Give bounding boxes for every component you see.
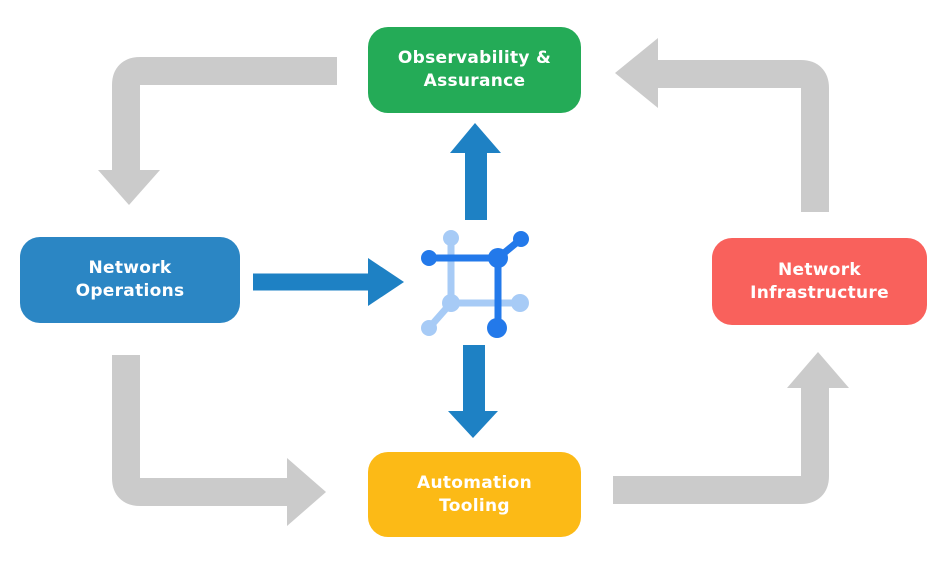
node-observability-assurance: Observability & Assurance (368, 27, 581, 113)
arrow-operations-to-automation-head (287, 458, 326, 526)
arrow-automation-to-infrastructure-head (787, 352, 849, 388)
arrow-operations-to-center-head (368, 258, 404, 306)
arrow-center-to-automation-head (448, 411, 498, 438)
icon-light-corner-node (442, 294, 460, 312)
arrow-operations-to-automation-shaft (112, 355, 288, 506)
arrow-automation-to-infrastructure-shaft (613, 388, 829, 504)
arrow-observability-to-operations-head (98, 170, 160, 205)
icon-blue-corner-node (488, 248, 508, 268)
node-network-infrastructure: Network Infrastructure (712, 238, 927, 325)
network-node-icon (421, 230, 529, 338)
node-observability-assurance-label: Observability & Assurance (397, 48, 552, 91)
arrow-center-to-observability-head (450, 123, 501, 153)
arrow-infrastructure-to-observability-shaft (658, 60, 829, 212)
node-network-operations-label: Network Operations (75, 258, 185, 301)
blue-arrows (253, 123, 501, 438)
arrow-infrastructure-to-observability-head (615, 38, 658, 108)
icon-blue-bottom-dot (487, 318, 507, 338)
icon-light-diagonal-dot (421, 320, 437, 336)
icon-blue-left-dot (421, 250, 437, 266)
node-automation-tooling-label: Automation Tooling (417, 472, 532, 516)
arrow-observability-to-operations-shaft (112, 57, 337, 178)
icon-light-right-dot (511, 294, 529, 312)
node-network-operations: Network Operations (20, 237, 240, 323)
node-network-infrastructure-label: Network Infrastructure (750, 259, 889, 303)
icon-blue-diagonal-dot (513, 231, 529, 247)
icon-light-top-dot (443, 230, 459, 246)
gray-arrows (98, 38, 849, 526)
node-automation-tooling: Automation Tooling (368, 452, 581, 537)
